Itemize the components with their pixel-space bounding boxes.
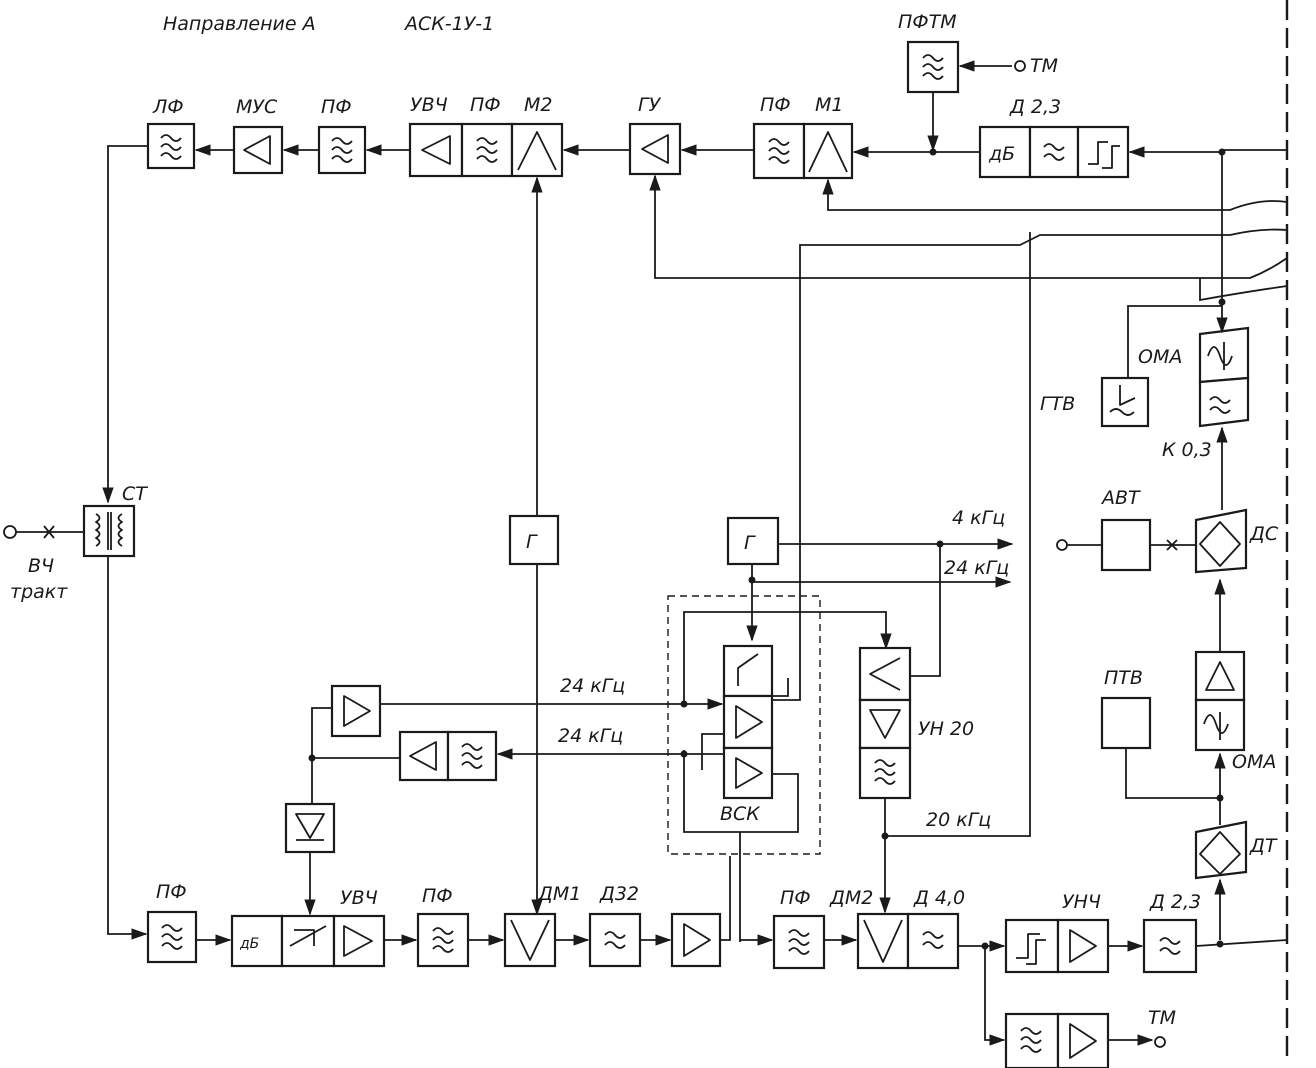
vch-label: ВЧ (28, 555, 54, 577)
ptv-label: ПТВ (1104, 667, 1143, 689)
pf-top-label: ПФ (321, 96, 352, 118)
unch-label: УНЧ (1062, 891, 1101, 913)
gtv-label: ГТВ (1040, 393, 1075, 415)
lf-label: ЛФ (152, 96, 184, 118)
d23-bot-label: Д 2,3 (1149, 891, 1201, 913)
pf-m1-label: ПФ (760, 94, 791, 116)
unch-block: УНЧ (1004, 891, 1110, 974)
mus-amplifier-block: МУС (232, 96, 284, 175)
direction-label: Направление А (163, 13, 316, 35)
m2-label: М2 (524, 94, 552, 116)
un20-block: УН 20 (858, 646, 974, 800)
pf-dm2-block: ПФ ДМ2 Д 4,0 (772, 887, 965, 970)
pf-bottom-left-block: ПФ (146, 881, 198, 964)
g-left-generator-block: Г (508, 514, 560, 566)
d23-top-block: дБ Д 2,3 (978, 96, 1130, 179)
amp-filter-block (398, 730, 498, 782)
f24k-a-label: 24 кГц (944, 557, 1009, 579)
db-bot-label: дБ (239, 936, 259, 952)
uvch-bottom-block: дБ УВЧ (230, 887, 386, 968)
oma-top-label: ОМА (1138, 346, 1182, 368)
oma-bot-label: ОМА (1232, 751, 1276, 773)
vsk-label: ВСК (720, 803, 761, 825)
tm-out-label: ТМ (1148, 1007, 1176, 1029)
dm1-d32-block: ДМ1 Д32 (503, 883, 642, 968)
avt-block: АВТ (1056, 487, 1152, 572)
avt-label: АВТ (1100, 487, 1141, 509)
amp-bottom-block (670, 912, 722, 968)
pf-top2-label: ПФ (470, 94, 501, 116)
f4k-label: 4 кГц (952, 507, 1005, 529)
st-label: СТ (122, 483, 148, 505)
g-right-label: Г (744, 532, 756, 554)
st-transformer-block: СТ (82, 483, 148, 558)
d23-top-label: Д 2,3 (1009, 96, 1061, 118)
vsk-blocks (722, 644, 774, 800)
oma-top-block: ОМА (1138, 326, 1250, 428)
oma-bottom-block: ОМА (1194, 650, 1276, 773)
uvch-bot-label: УВЧ (340, 887, 378, 909)
d32-label: Д32 (599, 883, 639, 905)
dt-block: ДТ (1194, 820, 1278, 880)
pf-bottom2-block: ПФ (416, 885, 470, 968)
pf-top-block: ПФ (317, 96, 367, 175)
gtv-block: ГТВ (1040, 376, 1150, 428)
k03-label: К 0,3 (1162, 439, 1212, 461)
m1-label: М1 (815, 94, 843, 116)
dm1-label: ДМ1 (537, 883, 581, 905)
equipment-label: АСК-1У-1 (403, 13, 494, 35)
trakt-label: тракт (10, 581, 68, 603)
pftm-block: ПФТМ ТМ (898, 11, 1058, 94)
tm-in-label: ТМ (1030, 55, 1058, 77)
gu-block: ГУ (628, 94, 682, 176)
pf-bot3-label: ПФ (780, 887, 811, 909)
f24k-c-label: 24 кГц (558, 725, 623, 747)
d23-bottom-block: Д 2,3 (1142, 891, 1201, 974)
ds-label: ДС (1249, 523, 1279, 545)
g-left-label: Г (526, 531, 538, 553)
tm-output-block: ТМ (1004, 1007, 1176, 1068)
detector-block (284, 802, 336, 854)
un20-label: УН 20 (918, 718, 974, 740)
f24k-b-label: 24 кГц (560, 675, 625, 697)
uvch-top-label: УВЧ (410, 94, 448, 116)
ptv-block: ПТВ (1100, 667, 1152, 750)
pf-m1-block: ПФ М1 (752, 94, 854, 180)
d40-label: Д 4,0 (913, 887, 965, 909)
db-top-label: дБ (988, 143, 1015, 165)
lf-filter-block: ЛФ (146, 96, 196, 170)
uvch-top-block: УВЧ ПФ М2 (408, 94, 564, 178)
amp-left-block (330, 684, 382, 738)
f20k-label: 20 кГц (926, 809, 991, 831)
vch-terminal (3, 525, 17, 539)
mus-label: МУС (236, 96, 278, 118)
pftm-label: ПФТМ (898, 11, 957, 33)
g-right-generator-block: Г (726, 516, 780, 566)
ds-block: ДС (1194, 508, 1279, 574)
dt-label: ДТ (1249, 835, 1278, 857)
pf-bl-label: ПФ (156, 881, 187, 903)
gu-label: ГУ (638, 94, 662, 116)
pf-bot2-label: ПФ (422, 885, 453, 907)
dm2-label: ДМ2 (829, 887, 873, 909)
vsk-group (667, 595, 821, 855)
